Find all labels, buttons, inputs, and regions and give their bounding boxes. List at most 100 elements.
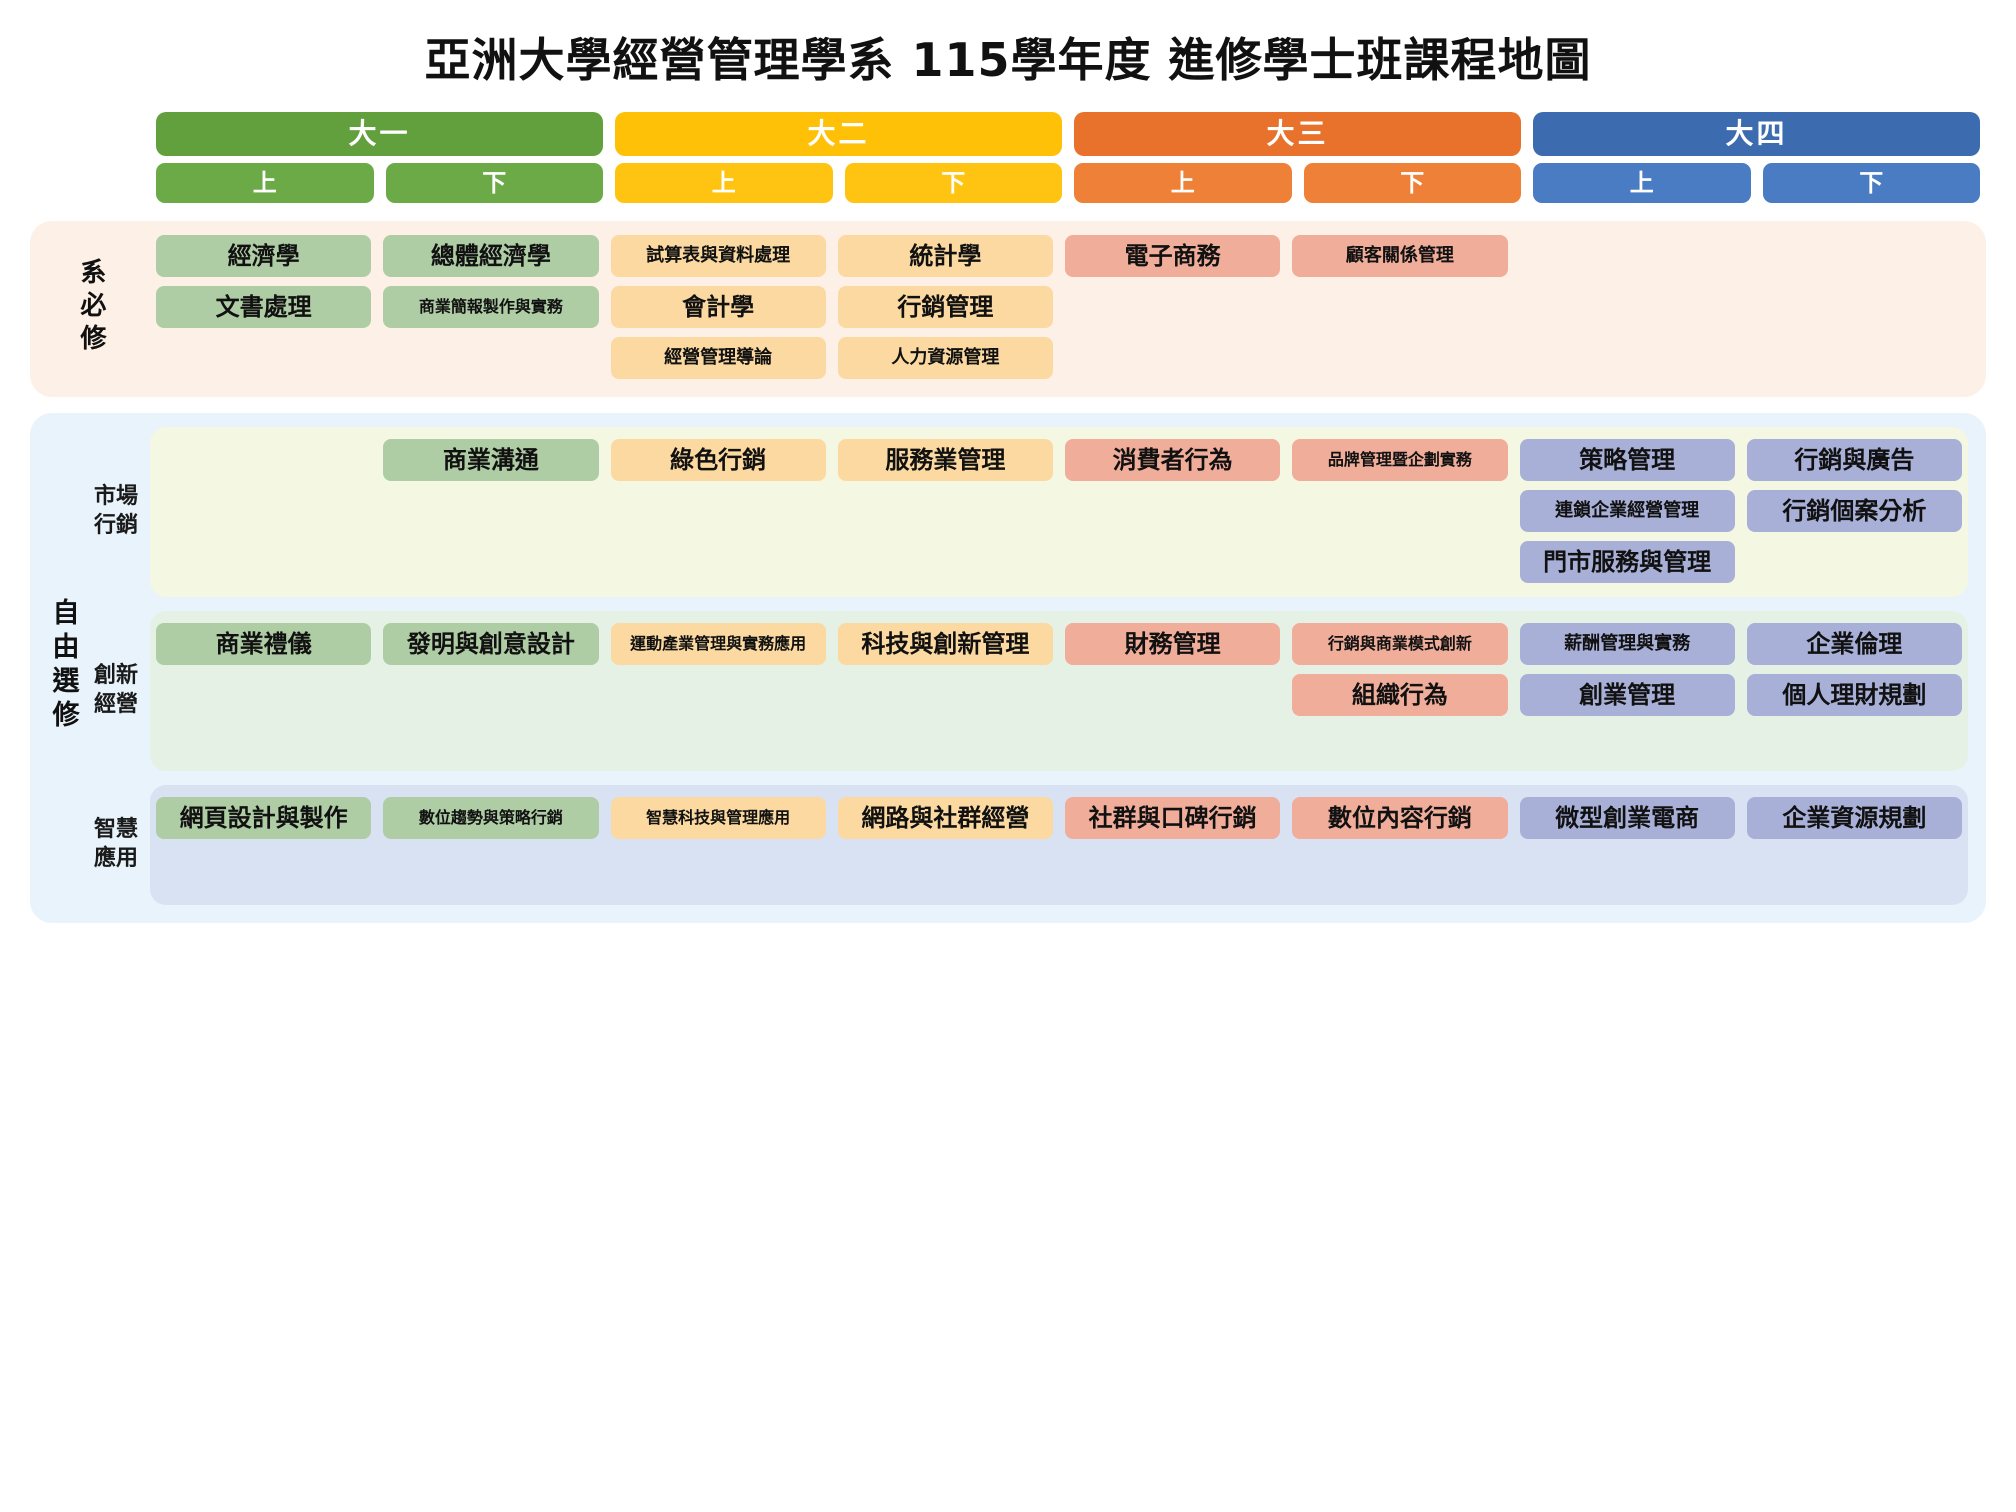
year-pill[interactable]: 大四 (1533, 112, 1980, 156)
course-chip[interactable]: 行銷與廣告 (1746, 439, 1962, 481)
elective-group-label-text: 創新經營 (94, 663, 139, 717)
semester-column: 顧客關係管理 (1286, 235, 1513, 379)
course-chip[interactable]: 薪酬管理與實務 (1519, 623, 1735, 665)
course-chip[interactable]: 連鎖企業經營管理 (1519, 490, 1735, 532)
course-chip[interactable]: 商業禮儀 (156, 623, 372, 665)
course-chip[interactable]: 個人理財規劃 (1746, 674, 1962, 716)
course-chip[interactable]: 行銷與商業模式創新 (1292, 623, 1508, 665)
semester-column: 行銷與廣告行銷個案分析 (1741, 439, 1968, 585)
course-chip[interactable]: 運動產業管理與實務應用 (610, 623, 826, 665)
course-chip[interactable]: 經濟學 (156, 235, 372, 277)
year-pill[interactable]: 大一 (156, 112, 603, 156)
elective-group-columns: 網頁設計與製作數位趨勢與策略行銷智慧科技與管理應用網路與社群經營社群與口碑行銷數… (150, 797, 1968, 893)
semester-pill[interactable]: 上 (1074, 163, 1292, 203)
elective-group-label: 市場行銷 (94, 427, 150, 597)
course-chip[interactable]: 網頁設計與製作 (156, 797, 372, 839)
year-header-cell: 大二 (609, 112, 1068, 156)
semester-column (150, 439, 377, 585)
semester-column: 科技與創新管理 (832, 623, 1059, 759)
elective-group-innovation: 創新經營商業禮儀發明與創意設計運動產業管理與實務應用科技與創新管理財務管理行銷與… (94, 611, 1968, 771)
semester-column: 企業倫理個人理財規劃 (1741, 623, 1968, 759)
course-chip[interactable]: 發明與創意設計 (383, 623, 599, 665)
elective-group-band: 商業溝通綠色行銷服務業管理消費者行為品牌管理暨企劃實務策略管理連鎖企業經營管理門… (150, 427, 1968, 597)
semester-column: 智慧科技與管理應用 (605, 797, 832, 893)
semester-pill[interactable]: 上 (156, 163, 374, 203)
required-columns: 經濟學文書處理總體經濟學商業簡報製作與實務試算表與資料處理會計學經營管理導論統計… (150, 235, 1968, 379)
required-section: 系必修 經濟學文書處理總體經濟學商業簡報製作與實務試算表與資料處理會計學經營管理… (30, 221, 1986, 397)
course-chip[interactable]: 試算表與資料處理 (610, 235, 826, 277)
semester-column: 電子商務 (1059, 235, 1286, 379)
elective-group-label-text: 智慧應用 (94, 817, 139, 871)
semester-header-row: 上下上下上下上下 (150, 156, 1986, 203)
course-chip[interactable]: 門市服務與管理 (1519, 541, 1735, 583)
course-chip[interactable]: 服務業管理 (837, 439, 1053, 481)
year-header-cell: 大三 (1068, 112, 1527, 156)
semester-column: 試算表與資料處理會計學經營管理導論 (605, 235, 832, 379)
semester-column: 運動產業管理與實務應用 (605, 623, 832, 759)
semester-header-cell: 上 (1068, 163, 1298, 203)
semester-header-cell: 下 (839, 163, 1069, 203)
year-pill[interactable]: 大三 (1074, 112, 1521, 156)
course-chip[interactable]: 顧客關係管理 (1292, 235, 1508, 277)
course-chip[interactable]: 策略管理 (1519, 439, 1735, 481)
course-chip[interactable]: 數位內容行銷 (1292, 797, 1508, 839)
course-chip[interactable]: 創業管理 (1519, 674, 1735, 716)
year-header-cell: 大四 (1527, 112, 1986, 156)
semester-column: 服務業管理 (832, 439, 1059, 585)
timeline-header: 大一大二大三大四 上下上下上下上下 (150, 112, 1986, 203)
course-chip[interactable]: 人力資源管理 (837, 337, 1053, 379)
semester-pill[interactable]: 下 (1762, 163, 1980, 203)
course-chip[interactable]: 統計學 (837, 235, 1053, 277)
course-chip[interactable]: 微型創業電商 (1519, 797, 1735, 839)
semester-header-cell: 上 (1527, 163, 1757, 203)
course-chip[interactable]: 綠色行銷 (610, 439, 826, 481)
course-chip[interactable]: 企業資源規劃 (1746, 797, 1962, 839)
semester-column: 商業禮儀 (150, 623, 377, 759)
year-pill[interactable]: 大二 (615, 112, 1062, 156)
course-chip[interactable]: 數位趨勢與策略行銷 (383, 797, 599, 839)
elective-group-label: 智慧應用 (94, 785, 150, 905)
course-chip[interactable]: 財務管理 (1065, 623, 1281, 665)
semester-pill[interactable]: 下 (385, 163, 603, 203)
semester-pill[interactable]: 下 (844, 163, 1062, 203)
course-chip[interactable]: 社群與口碑行銷 (1065, 797, 1281, 839)
course-chip[interactable]: 消費者行為 (1065, 439, 1281, 481)
semester-column: 經濟學文書處理 (150, 235, 377, 379)
course-chip[interactable]: 電子商務 (1065, 235, 1281, 277)
page-title: 亞洲大學經營管理學系 115學年度 進修學士班課程地圖 (424, 33, 1592, 87)
semester-column (1741, 235, 1968, 379)
course-chip[interactable]: 智慧科技與管理應用 (610, 797, 826, 839)
course-chip[interactable]: 總體經濟學 (383, 235, 599, 277)
course-chip[interactable]: 行銷管理 (837, 286, 1053, 328)
semester-column: 綠色行銷 (605, 439, 832, 585)
elective-group-label-text: 市場行銷 (94, 484, 139, 538)
semester-column: 企業資源規劃 (1741, 797, 1968, 893)
semester-pill[interactable]: 上 (1533, 163, 1751, 203)
semester-column: 網路與社群經營 (832, 797, 1059, 893)
semester-column: 總體經濟學商業簡報製作與實務 (377, 235, 604, 379)
course-chip[interactable]: 商業簡報製作與實務 (383, 286, 599, 328)
course-chip[interactable]: 品牌管理暨企劃實務 (1292, 439, 1508, 481)
semester-column: 微型創業電商 (1514, 797, 1741, 893)
course-chip[interactable]: 科技與創新管理 (837, 623, 1053, 665)
course-chip[interactable]: 文書處理 (156, 286, 372, 328)
elective-group-marketing: 市場行銷商業溝通綠色行銷服務業管理消費者行為品牌管理暨企劃實務策略管理連鎖企業經… (94, 427, 1968, 597)
course-chip[interactable]: 行銷個案分析 (1746, 490, 1962, 532)
course-chip[interactable]: 網路與社群經營 (837, 797, 1053, 839)
semester-header-cell: 下 (380, 163, 610, 203)
elective-groups: 市場行銷商業溝通綠色行銷服務業管理消費者行為品牌管理暨企劃實務策略管理連鎖企業經… (94, 427, 1968, 905)
semester-pill[interactable]: 下 (1303, 163, 1521, 203)
course-chip[interactable]: 企業倫理 (1746, 623, 1962, 665)
course-chip[interactable]: 經營管理導論 (610, 337, 826, 379)
semester-column: 薪酬管理與實務創業管理 (1514, 623, 1741, 759)
course-chip[interactable]: 會計學 (610, 286, 826, 328)
course-chip[interactable]: 商業溝通 (383, 439, 599, 481)
course-chip[interactable]: 組織行為 (1292, 674, 1508, 716)
elective-group-band: 網頁設計與製作數位趨勢與策略行銷智慧科技與管理應用網路與社群經營社群與口碑行銷數… (150, 785, 1968, 905)
semester-pill[interactable]: 上 (615, 163, 833, 203)
elective-group-columns: 商業溝通綠色行銷服務業管理消費者行為品牌管理暨企劃實務策略管理連鎖企業經營管理門… (150, 439, 1968, 585)
required-section-label: 系必修 (75, 257, 106, 357)
semester-header-cell: 上 (150, 163, 380, 203)
elective-group-smart: 智慧應用網頁設計與製作數位趨勢與策略行銷智慧科技與管理應用網路與社群經營社群與口… (94, 785, 1968, 905)
